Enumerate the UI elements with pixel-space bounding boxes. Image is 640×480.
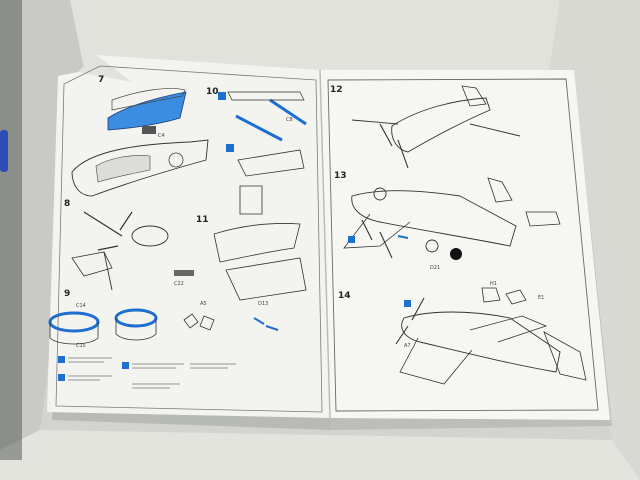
ring-body — [49, 322, 99, 345]
bracket-part — [239, 185, 263, 215]
box-left-shadow — [0, 0, 22, 460]
cockpit-parts-cluster — [481, 287, 527, 305]
legend-marker-3 — [122, 362, 129, 369]
left-page-curl — [78, 55, 132, 82]
aircraft-step14-prop — [395, 297, 425, 345]
right-page — [320, 70, 610, 420]
wheel-outline — [373, 187, 387, 201]
part-label: A7 — [404, 343, 411, 349]
aircraft-step13-prop — [361, 219, 393, 259]
box-back-wall — [70, 0, 560, 78]
box-front-edge — [0, 430, 640, 480]
gear-strut — [103, 251, 113, 291]
step-number-11: 11 — [196, 215, 209, 225]
blue-step-marker-2 — [226, 144, 234, 152]
small-block — [174, 270, 194, 276]
blue-detail — [397, 235, 409, 239]
part-label: C14 — [76, 303, 86, 309]
left-page — [47, 55, 330, 418]
wheel-outline-2 — [425, 239, 439, 253]
blue-panel-part — [107, 91, 187, 131]
black-wheel — [450, 248, 462, 260]
part-label: C15 — [76, 343, 86, 349]
legend-marker — [58, 356, 65, 363]
step-number-10: 10 — [206, 87, 219, 97]
aircraft-step14-wing — [399, 337, 473, 385]
aircraft-step12-fuselage — [391, 97, 491, 153]
right-page-frame — [327, 78, 599, 412]
wing-sketch-lower — [225, 257, 307, 301]
aircraft-step13-fuselage — [351, 190, 517, 247]
part-label: D21 — [430, 265, 441, 271]
small-parts-cluster — [183, 313, 215, 331]
step-number-7: 7 — [98, 75, 105, 85]
legend-text-lines — [68, 357, 236, 389]
part-label: A5 — [200, 301, 207, 307]
aircraft-step12-prop — [379, 123, 409, 169]
part-label: D13 — [258, 301, 269, 307]
canopy-part — [525, 211, 561, 227]
part-label: C22 — [174, 281, 184, 287]
blue-step-marker-3 — [348, 236, 355, 243]
aircraft-step12-wing — [351, 119, 521, 137]
step-number-13: 13 — [334, 171, 347, 181]
propeller-sketch — [83, 211, 133, 251]
aircraft-step12-tail — [461, 85, 487, 107]
blue-strut-part — [235, 114, 283, 142]
aircraft-step14-tail — [543, 331, 587, 381]
blue-object-edge — [0, 130, 8, 172]
wing-sketch — [213, 223, 301, 263]
wheel-part — [168, 152, 184, 168]
blue-pin-parts — [253, 317, 279, 331]
blue-strut-part-2 — [269, 98, 307, 126]
left-page-inner-frame — [55, 65, 323, 413]
outline-part — [111, 88, 186, 111]
aircraft-step13-tail — [487, 177, 513, 203]
step-number-8: 8 — [64, 199, 71, 209]
small-part — [142, 126, 156, 134]
strut-outline — [227, 91, 305, 101]
legend-marker-2 — [58, 374, 65, 381]
blue-step-marker-4 — [404, 300, 411, 307]
fuselage-sketch — [71, 139, 209, 197]
part-label: C8 — [286, 117, 293, 123]
ring-body-2 — [115, 318, 157, 341]
blue-step-marker — [218, 92, 226, 100]
landing-gear-sketch — [71, 251, 113, 277]
cockpit-detail — [95, 155, 151, 183]
step-number-12: 12 — [330, 85, 343, 95]
aircraft-step14-fuselage — [401, 311, 561, 373]
aircraft-step14-wing-right — [469, 315, 548, 343]
part-label: E1 — [538, 295, 545, 301]
step-number-9: 9 — [64, 289, 71, 299]
page-fold — [319, 69, 331, 419]
part-label: H1 — [490, 281, 497, 287]
drum-part — [131, 225, 169, 247]
part-label: C4 — [158, 133, 165, 139]
tail-assembly-sketch — [237, 149, 305, 177]
step-number-14: 14 — [338, 291, 351, 301]
aircraft-step13-wing — [343, 213, 411, 249]
